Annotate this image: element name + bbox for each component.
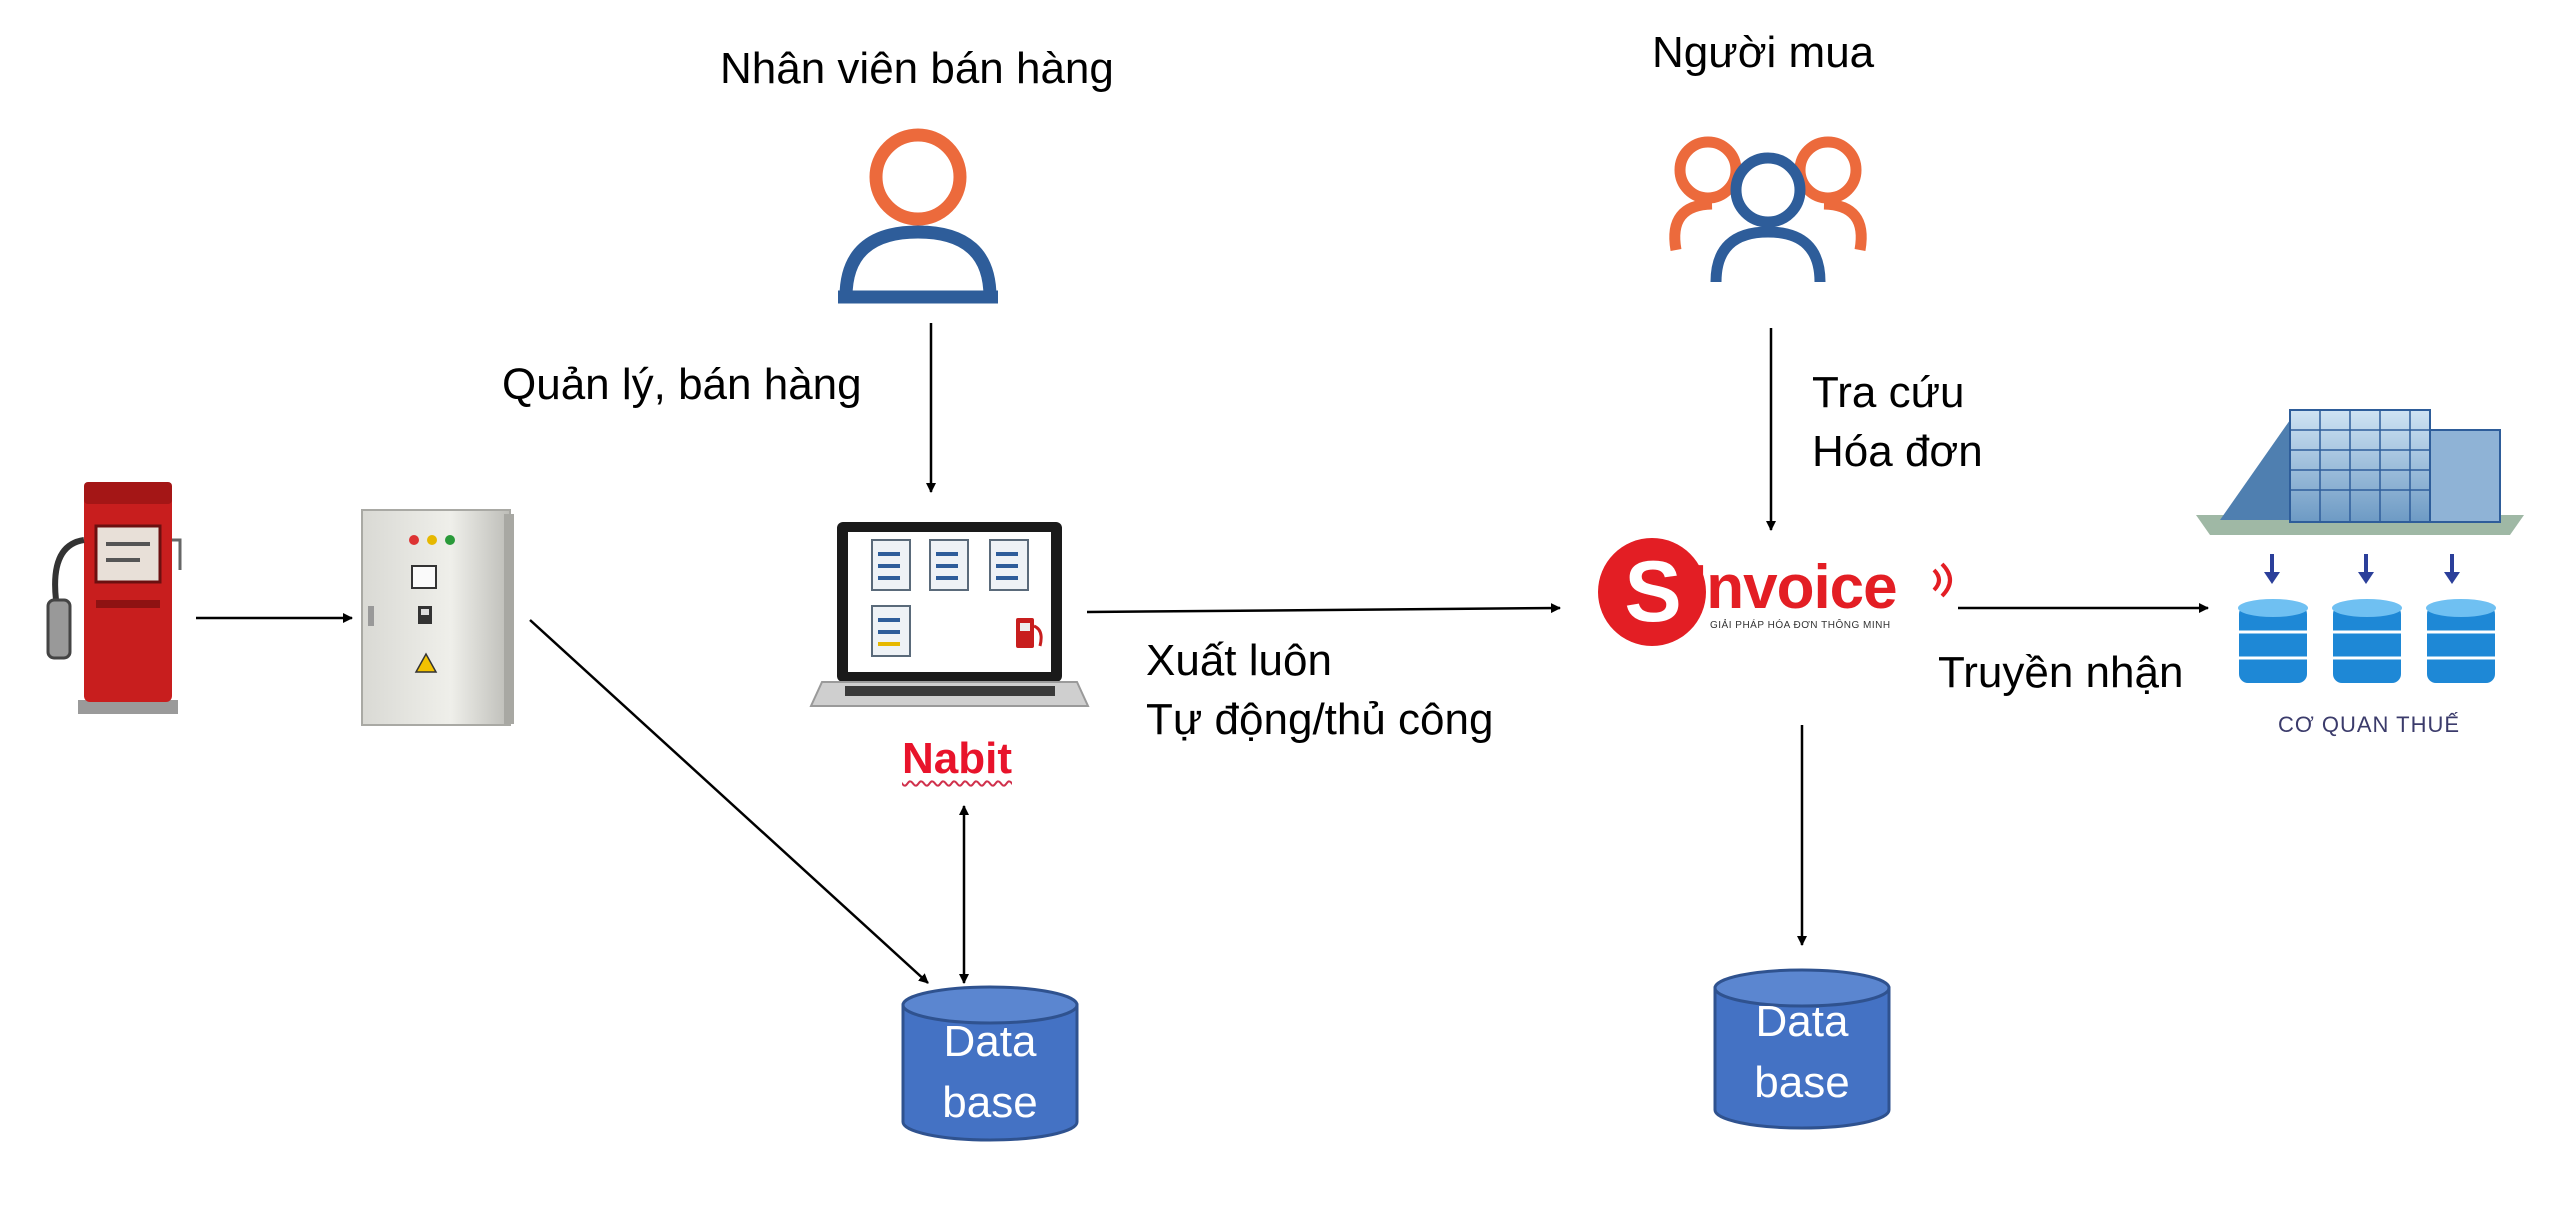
fuel-pump-icon bbox=[46, 482, 182, 714]
nabit-label: Nabit bbox=[902, 734, 1012, 783]
manage-sell-label: Quản lý, bán hàng bbox=[502, 360, 862, 409]
tax-database-stacks bbox=[2237, 603, 2497, 685]
buyer-group-icon bbox=[1669, 136, 1867, 283]
arrow-laptop-to-sinvoice bbox=[1086, 603, 1561, 614]
nabit-database bbox=[901, 985, 1079, 1142]
issue-invoice-label: Xuất luôn Tự động/thủ công bbox=[1146, 636, 1494, 744]
transmit-label: Truyền nhận bbox=[1938, 648, 2184, 697]
sinvoice-database-label: Data base bbox=[1754, 997, 1850, 1107]
tax-office-icon bbox=[2196, 409, 2524, 685]
control-cabinet-icon bbox=[361, 509, 514, 726]
sinvoice-s-letter: S bbox=[1624, 544, 1682, 640]
nabit-database-label: Data base bbox=[942, 1017, 1038, 1127]
sinvoice-logo bbox=[1598, 538, 1952, 646]
sinvoice-tagline: GIẢI PHÁP HÓA ĐƠN THÔNG MINH bbox=[1710, 620, 1891, 631]
sales-staff-label: Nhân viên bán hàng bbox=[720, 44, 1114, 93]
buyer-label: Người mua bbox=[1652, 28, 1875, 77]
tax-office-label: CƠ QUAN THUẾ bbox=[2278, 712, 2461, 737]
arrow-cabinet-to-database bbox=[529, 619, 929, 984]
sinvoice-wordmark: Invoice bbox=[1690, 553, 1898, 622]
sinvoice-database bbox=[1713, 968, 1891, 1130]
sales-staff-icon bbox=[838, 128, 998, 304]
laptop-icon bbox=[809, 522, 1090, 707]
lookup-invoice-label: Tra cứu Hóa đơn bbox=[1812, 368, 1983, 476]
